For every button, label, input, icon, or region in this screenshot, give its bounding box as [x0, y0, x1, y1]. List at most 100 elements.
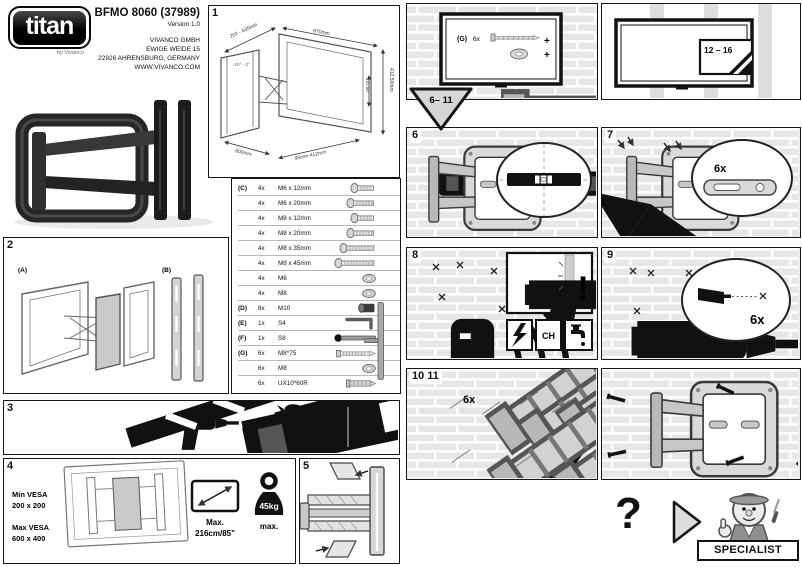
panel-number: 6 — [410, 129, 422, 143]
screw-icon — [332, 183, 376, 193]
drill-step-drawing: 6x — [602, 248, 798, 358]
tv-screen — [439, 12, 563, 88]
mark-step-drawing: 6x — [602, 128, 798, 236]
panel-wall-overview: (G) 6x + + — [406, 3, 598, 100]
pages-range-label: 12 – 16 — [704, 45, 733, 55]
spirit-level-icon — [241, 401, 398, 453]
pipe-warning-inset: ! — [505, 251, 596, 346]
mascot-head — [729, 493, 769, 527]
panel-9-drill: 9 6x — [601, 247, 801, 360]
weight-max-label: max. — [260, 522, 278, 531]
part-qty: 4x — [258, 199, 265, 207]
dim-height: 412.50mm — [388, 68, 394, 92]
gas-label: CH — [542, 331, 555, 341]
part-group-label: (G) — [238, 349, 248, 357]
part-qty: 8x — [258, 304, 265, 312]
hazard-electric-box — [506, 319, 533, 351]
logo-text: titan — [12, 10, 87, 45]
part-spec: M8 x 12mm — [278, 214, 311, 222]
panel-2-contents: 2 (A) (B) — [3, 237, 229, 394]
part-spec: M8*75 — [278, 349, 297, 357]
spacer-icon — [332, 303, 376, 313]
logo-frame: titan — [8, 6, 91, 49]
min-vesa-label: Min VESA — [12, 490, 48, 499]
lightning-icon — [512, 323, 527, 347]
hardware-qty: 6x — [473, 36, 481, 43]
dimension-lines — [224, 26, 386, 160]
allen-key-icon — [332, 316, 376, 330]
fix-mount-drawing — [602, 369, 798, 478]
part-spec: S4 — [278, 319, 286, 327]
company-address: VIVANCO GMBH EWIGE WEIDE 15 22926 AHRENS… — [68, 36, 200, 72]
part-group-label: (C) — [238, 184, 248, 192]
min-vesa-value: 200 x 200 — [12, 501, 45, 510]
mount-exploded-drawing — [21, 281, 155, 375]
hazard-gas-box: CH — [535, 319, 562, 351]
weight-value: 45kg — [259, 501, 278, 511]
specs-drawing: Min VESA 200 x 200 Max VESA 600 x 400 Ma… — [12, 460, 284, 548]
part-spec: M8 x 45mm — [278, 259, 311, 267]
dim-depth-range: 202 - 635mm — [229, 22, 258, 40]
version-label: Version 1.0 — [167, 21, 200, 28]
covers-drawing — [300, 462, 385, 558]
panel-5-covers: 5 — [299, 458, 400, 564]
wall-frame-photo — [15, 113, 149, 223]
panel-number: 10 11 — [410, 370, 442, 384]
part-qty: 4x — [258, 259, 265, 267]
cover-pieces — [315, 462, 369, 558]
screw-icon — [332, 198, 376, 208]
warning-exclamation: ! — [577, 270, 588, 308]
washer-icon — [332, 273, 376, 283]
screen-max-label: Max. — [206, 518, 224, 527]
extension-arms-photo — [32, 130, 156, 210]
washer-icon — [332, 288, 376, 298]
lag-screw-icon — [332, 349, 376, 358]
part-qty: 4x — [258, 244, 265, 252]
question-mark: ? — [615, 489, 642, 538]
part-qty: 4x — [258, 274, 265, 282]
part-group-label: (F) — [238, 334, 247, 342]
logo-subtext: by Vivanco — [56, 50, 84, 56]
address-line: 22926 AHRENSBURG, GERMANY — [98, 55, 200, 62]
screen-max-value: 216cm/85" — [195, 529, 235, 538]
panel-6-level: 6 — [406, 127, 598, 238]
washer-icon — [332, 363, 376, 373]
max-weight-icon: 45kg — [254, 472, 284, 515]
callout-qty: 6x — [463, 394, 476, 406]
part-qty: 4x — [258, 214, 265, 222]
part-spec: M8 x 35mm — [278, 244, 311, 252]
part-spec: M8 — [278, 289, 287, 297]
hardware-group-label: (G) — [457, 36, 467, 43]
plus-sign: + — [544, 36, 550, 47]
wall-overview-drawing: (G) 6x + + — [407, 4, 596, 98]
callout-qty: 6x — [750, 312, 765, 327]
mascot-screwdriver — [771, 498, 780, 523]
mark-magnifier: 6x — [691, 139, 793, 217]
anchors-step-drawing: 6x — [407, 369, 596, 478]
steps-range-label: 6– 11 — [429, 95, 453, 106]
panel-7-mark: 7 6x — [601, 127, 801, 238]
wall-anchor-icon — [332, 379, 376, 388]
part-b-label: (B) — [162, 267, 171, 274]
parts-list-row: 4x M8 x 35mm — [238, 241, 400, 256]
part-qty: 4x — [258, 289, 265, 297]
help-strip: ? SPE — [601, 483, 801, 565]
part-spec: M8 — [278, 364, 287, 372]
part-spec: M6 x 20mm — [278, 199, 311, 207]
callout-qty: 6x — [714, 163, 727, 175]
parts-list-row: 4x M8 x 12mm — [238, 211, 400, 226]
page-flip-icon: 12 – 16 — [698, 38, 754, 76]
address-line: VIVANCO GMBH — [149, 37, 200, 44]
panel-1-dimensions: 1 202 - 635mm 670mm 412.50mm 137.50 60 — [208, 5, 400, 178]
part-spec: M8 x 20mm — [278, 229, 311, 237]
wall-anchors — [449, 369, 596, 478]
drill-marks — [432, 261, 513, 313]
panel-number: 8 — [410, 249, 422, 263]
t-tool-shaft — [364, 302, 384, 380]
part-group-label: (E) — [238, 319, 247, 327]
